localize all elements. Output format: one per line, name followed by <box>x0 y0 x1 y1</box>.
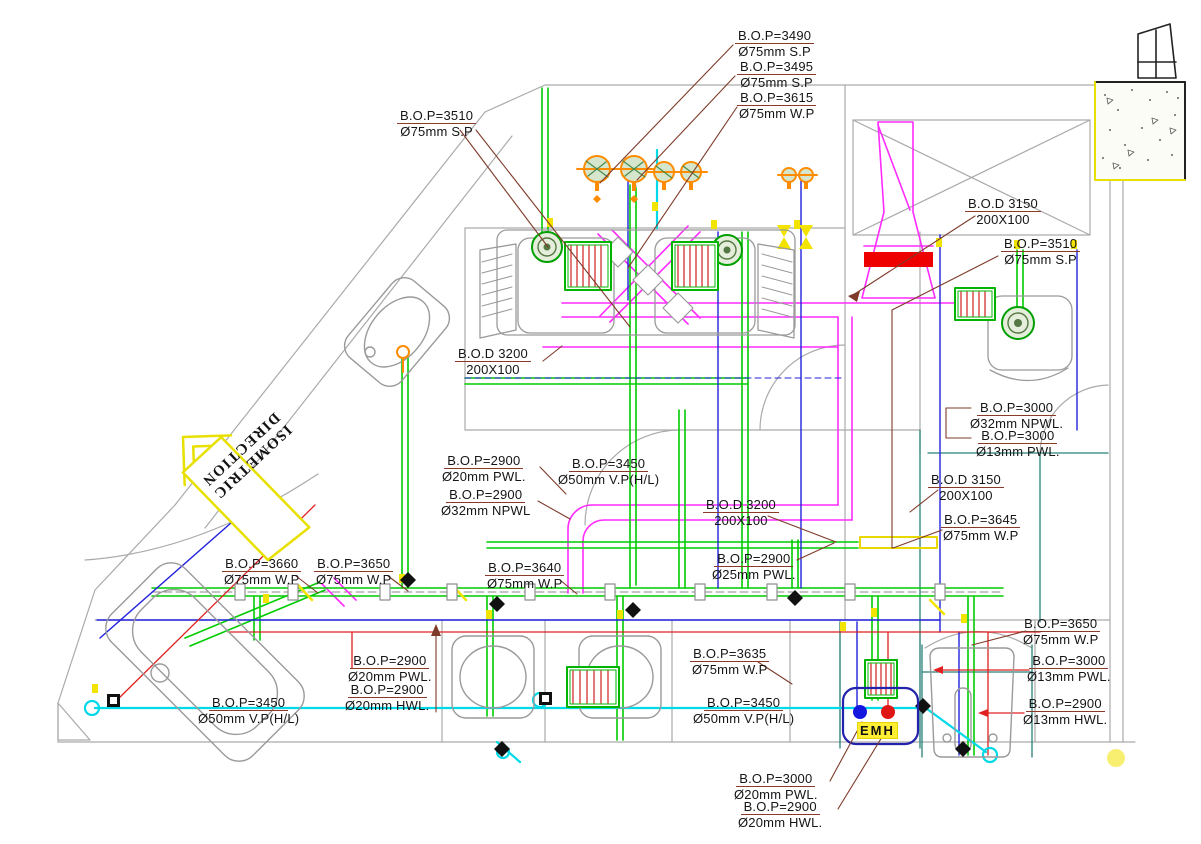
duct-red-band <box>864 252 933 267</box>
leader-lines <box>295 44 1027 810</box>
fan-circle-left <box>531 231 563 263</box>
emh-blue-dot <box>853 705 867 719</box>
wash-basin-left <box>451 635 535 719</box>
emh-label: EMH <box>857 722 898 739</box>
fan-circle-far-right <box>1001 306 1035 340</box>
unit-room-outline <box>479 229 796 339</box>
louver-fins <box>481 253 793 318</box>
exhaust-stack <box>861 121 936 299</box>
filter-boxes <box>564 241 996 708</box>
emh-panel <box>841 686 920 746</box>
emh-red-dot <box>881 705 895 719</box>
vent-caps <box>576 155 818 203</box>
isometric-direction-arrow <box>181 434 311 562</box>
bathtub-top-left <box>343 277 451 387</box>
bathtub-bottom-left <box>105 562 305 762</box>
yellow-duct-bar <box>859 536 938 549</box>
pipe-couplings <box>234 583 946 601</box>
chimney <box>1137 23 1177 79</box>
drain-fitting-orange <box>396 345 410 373</box>
unit-right <box>987 295 1073 382</box>
concrete-block <box>1094 81 1186 181</box>
